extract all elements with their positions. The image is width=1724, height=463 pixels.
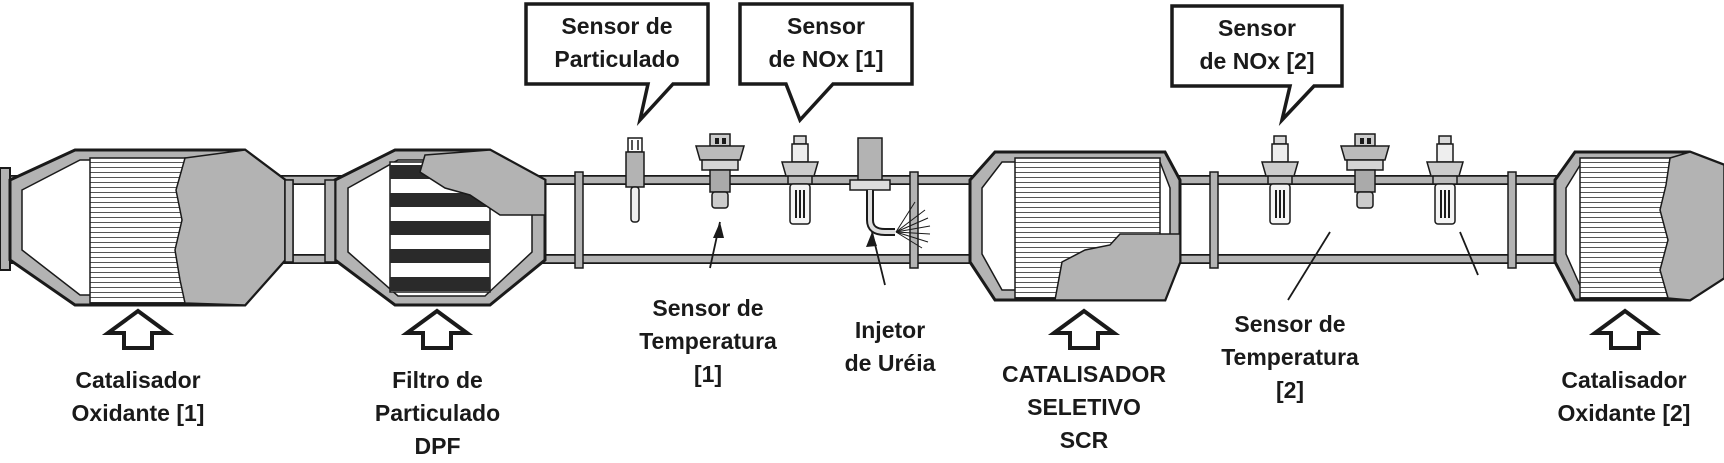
- label-oxidation-catalyst-2: Catalisador Oxidante [2]: [1524, 364, 1724, 430]
- label-line: Catalisador: [1561, 367, 1687, 393]
- label-line: CATALISADOR: [1002, 361, 1166, 387]
- label-line: [1]: [693, 361, 723, 387]
- label-line: Temperatura: [639, 328, 777, 354]
- leader-arrowheads: [713, 222, 877, 247]
- label-urea-injector: Injetor de Uréia: [820, 314, 960, 380]
- label-temperature-sensor-2: Sensor de Temperatura [2]: [1190, 308, 1390, 407]
- label-line: de Uréia: [844, 350, 936, 376]
- oxidation-catalyst-1: [0, 148, 294, 307]
- callout-line: Sensor: [1218, 15, 1296, 41]
- label-line: Filtro de: [392, 367, 483, 393]
- label-line: Injetor: [854, 317, 926, 343]
- callout-line: Sensor: [787, 13, 865, 39]
- callout-particulate-sensor: Sensor de Particulado: [526, 10, 708, 76]
- label-line: SCR: [1059, 427, 1109, 453]
- label-line: Sensor de: [1234, 311, 1346, 337]
- oxidation-catalyst-2: [1553, 150, 1724, 302]
- callout-particulate-sensor-box: [524, 2, 710, 127]
- callout-nox-sensor-2-box: [1170, 4, 1344, 126]
- particulate-filter-dpf: [284, 148, 547, 307]
- label-line: Particulado: [374, 400, 501, 426]
- particulate-sensor: [625, 137, 645, 223]
- callout-line: de NOx [1]: [768, 46, 884, 72]
- label-line: [2]: [1275, 377, 1305, 403]
- label-line: Oxidante [1]: [71, 400, 205, 426]
- arrow-particulate-filter: [405, 309, 469, 350]
- callout-line: Sensor de: [561, 13, 673, 39]
- urea-injector: [849, 137, 931, 249]
- label-line: Oxidante [2]: [1557, 400, 1691, 426]
- callout-nox-sensor-2: Sensor de NOx [2]: [1172, 12, 1342, 78]
- scr-catalyst: [968, 150, 1182, 302]
- label-line: Temperatura: [1221, 344, 1359, 370]
- arrow-oxidation-catalyst-2: [1593, 309, 1657, 350]
- label-particulate-filter: Filtro de Particulado DPF: [340, 364, 535, 463]
- label-line: SELETIVO: [1027, 394, 1141, 420]
- label-temperature-sensor-1: Sensor de Temperatura [1]: [608, 292, 808, 391]
- callout-nox-sensor-1: Sensor de NOx [1]: [740, 10, 912, 76]
- callout-line: de NOx [2]: [1199, 48, 1315, 74]
- label-line: Catalisador: [75, 367, 201, 393]
- arrow-scr-catalyst: [1052, 309, 1116, 350]
- callout-line: Particulado: [554, 46, 680, 72]
- callout-nox-sensor-1-box: [738, 2, 914, 124]
- label-scr-catalyst: CATALISADOR SELETIVO SCR: [974, 358, 1194, 457]
- arrow-oxidation-catalyst-1: [106, 309, 170, 350]
- label-line: DPF: [414, 433, 461, 459]
- label-oxidation-catalyst-1: Catalisador Oxidante [1]: [38, 364, 238, 430]
- pipe-flanges: [574, 171, 1517, 269]
- label-line: Sensor de: [652, 295, 764, 321]
